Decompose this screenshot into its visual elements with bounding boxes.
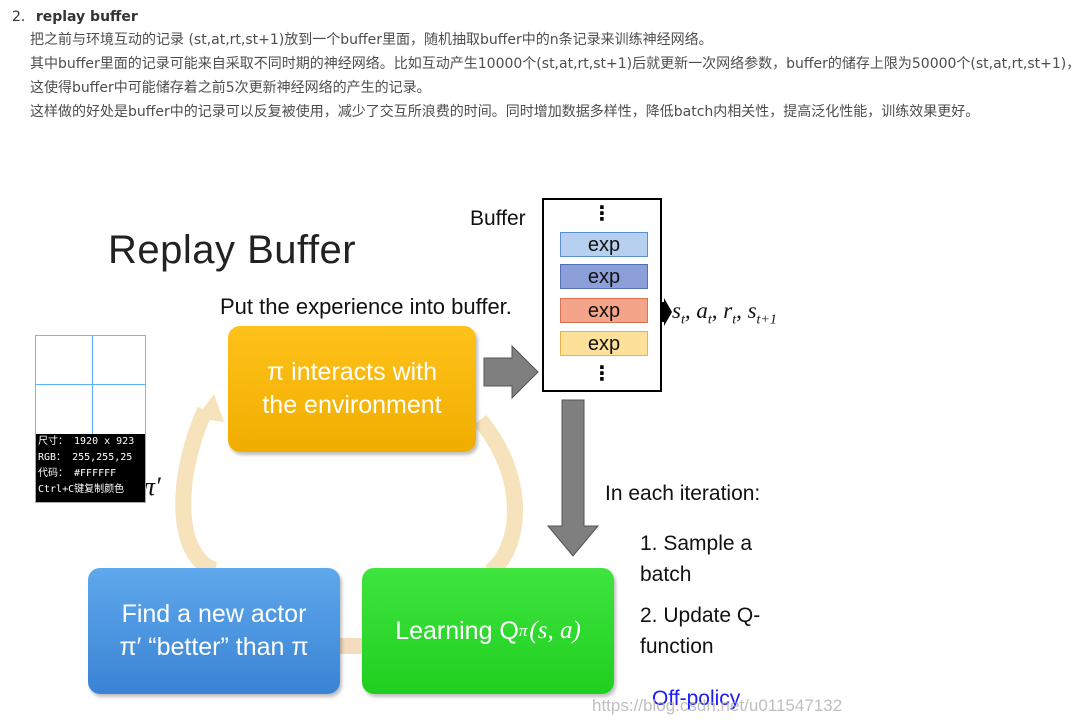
buffer-box: ⋮ exp exp exp exp ⋮	[542, 198, 662, 392]
find-line-2: π′ “better” than π	[119, 633, 309, 661]
tuple-sub: t	[680, 312, 685, 328]
picker-code: 代码： #FFFFFF	[38, 468, 117, 479]
tuple-r: r	[723, 298, 733, 323]
buffer-dots-top: ⋮	[592, 201, 612, 225]
cycle-arc-right	[473, 414, 523, 579]
interact-line-1: π interacts with	[266, 358, 438, 386]
picker-hint: Ctrl+C键复制颜色	[38, 484, 125, 495]
figure-arrows	[175, 298, 672, 654]
exp-item: exp	[560, 232, 648, 257]
figure-title: Replay Buffer	[108, 228, 357, 272]
exp-item: exp	[560, 298, 648, 323]
crosshair-vertical	[92, 336, 93, 434]
pi-prime-fragment: π′	[142, 472, 161, 501]
step-sample-batch: 1. Sample a batch	[640, 532, 753, 586]
section-title: replay buffer	[35, 9, 138, 25]
cycle-arrowhead	[196, 394, 224, 422]
each-iteration-label: In each iteration:	[605, 482, 761, 505]
tuple-s: s	[672, 298, 681, 323]
learning-text: Learning Q	[395, 616, 519, 645]
exp-item: exp	[560, 264, 648, 289]
watermark: https://blog.csdn.net/u011547132	[592, 696, 843, 715]
step-update-q: 2. Update Q-function	[640, 604, 761, 658]
learning-sup: π	[518, 621, 528, 640]
paragraph-2: 其中buffer里面的记录可能来自采取不同时期的神经网络。比如互动产生10000…	[30, 56, 1081, 96]
learn-to-find-connector	[340, 638, 362, 654]
interact-box: π interacts with the environment	[228, 326, 476, 452]
section-number: 2.	[12, 9, 26, 25]
find-line-1: Find a new actor	[121, 600, 307, 628]
paragraph-1: 把之前与环境互动的记录 (st,at,rt,st+1)放到一个buffer里面，…	[30, 32, 713, 48]
sample-arrow	[546, 399, 600, 557]
tuple-sub: t	[707, 312, 712, 328]
paragraph-3: 这样做的好处是buffer中的记录可以反复被使用，减少了交互所浪费的时间。同时增…	[30, 104, 980, 120]
tuple-sub: t	[732, 312, 737, 328]
learning-args: (s, a)	[529, 617, 581, 644]
find-actor-box: Find a new actor π′ “better” than π	[88, 568, 340, 694]
exp-item: exp	[560, 331, 648, 356]
color-picker-info: 尺寸： 1920 x 923 RGB： 255,255,25 代码： #FFFF…	[36, 434, 145, 502]
to-buffer-arrow	[483, 344, 539, 400]
transition-tuple: st, at, rt, st+1	[672, 298, 777, 328]
tuple-a: a	[696, 298, 708, 323]
replay-buffer-figure: Replay Buffer Put the experience into bu…	[0, 190, 1084, 722]
picker-size: 尺寸： 1920 x 923	[38, 436, 135, 447]
crosshair-horizontal	[36, 384, 145, 385]
put-experience-label: Put the experience into buffer.	[220, 294, 512, 319]
color-picker-overlay: 尺寸： 1920 x 923 RGB： 255,255,25 代码： #FFFF…	[35, 335, 146, 503]
buffer-label: Buffer	[470, 207, 526, 230]
article: 2. replay buffer 把之前与环境互动的记录 (st,at,rt,s…	[12, 6, 1082, 124]
cycle-arc-left	[175, 406, 219, 578]
interact-line-2: the environment	[262, 391, 442, 419]
section-heading: 2. replay buffer	[12, 6, 1082, 28]
buffer-dots-bottom: ⋮	[592, 361, 612, 385]
tuple-s-next: s	[747, 298, 757, 323]
picker-rgb: RGB： 255,255,25	[38, 452, 133, 463]
off-policy-label: Off-policy	[652, 687, 741, 710]
tuple-sub-next: t+1	[756, 312, 777, 328]
